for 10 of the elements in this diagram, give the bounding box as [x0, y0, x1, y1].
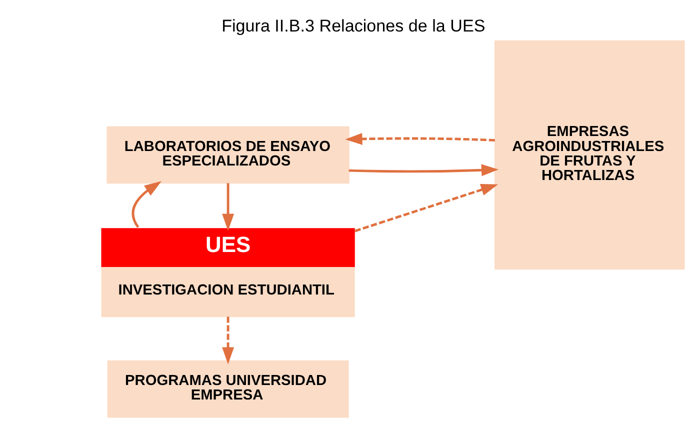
- diagram-title: Figura II.B.3 Relaciones de la UES: [222, 16, 486, 36]
- arrow: [222, 183, 234, 231]
- arrow: [354, 184, 498, 232]
- node-box: PROGRAMAS UNIVERSIDAD EMPRESA: [107, 360, 349, 418]
- arrow: [345, 133, 495, 145]
- node-box: LABORATORIOS DE ENSAYO ESPECIALIZADOS: [106, 126, 350, 184]
- node-box: EMPRESAS AGROINDUSTRIALES DE FRUTAS Y HORTALIZAS: [494, 40, 685, 270]
- arrow: [222, 316, 234, 364]
- arrow: [348, 164, 499, 176]
- arrow: [132, 181, 162, 228]
